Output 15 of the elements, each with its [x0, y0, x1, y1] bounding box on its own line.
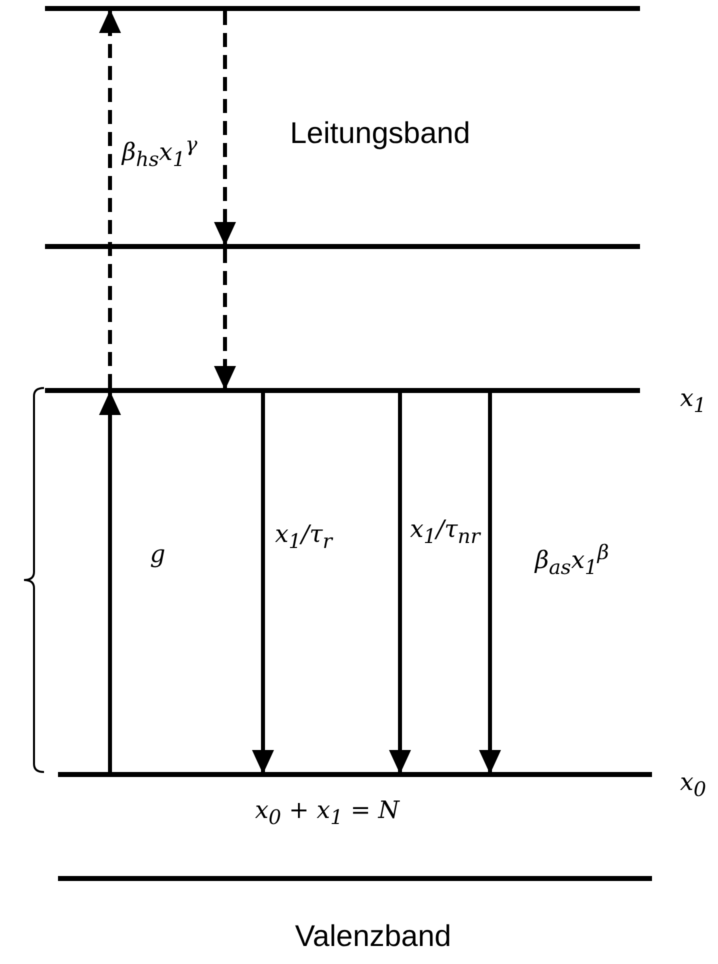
- edge-label: x$_{1}$/τ$_{r}$: [275, 520, 332, 553]
- edge-label: x$_{1}$/τ$_{nr}$: [410, 515, 480, 548]
- band-label: Valenzband: [295, 920, 452, 954]
- arrow: [214, 249, 236, 390]
- arrow: [252, 393, 274, 774]
- level-label: x$_{1}$: [680, 384, 706, 417]
- arrow: [389, 393, 411, 774]
- equation-text: x$_{0}$ + x$_{1}$ = N: [255, 796, 400, 829]
- arrow: [99, 391, 121, 772]
- level-label: x$_{0}$: [680, 768, 706, 801]
- arrow: [479, 393, 501, 774]
- arrow: [214, 11, 236, 246]
- edge-label: g: [150, 540, 166, 568]
- arrow: [99, 9, 121, 388]
- band-label: Leitungsband: [290, 117, 470, 151]
